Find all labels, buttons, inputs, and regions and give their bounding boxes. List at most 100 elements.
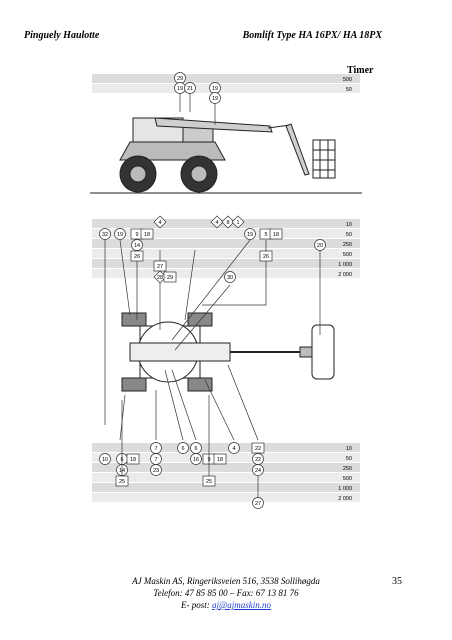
callout-marker <box>99 228 111 240</box>
interval-label: 1 000 <box>338 262 352 268</box>
interval-band <box>92 473 360 482</box>
header-left: Pinguely Haulotte <box>24 30 100 41</box>
interval-band <box>92 259 360 268</box>
interval-label: 2 000 <box>338 272 352 278</box>
callout-label: 14 <box>134 243 140 249</box>
callout-label: 6 <box>181 446 184 452</box>
interval-label: 50 <box>346 232 352 238</box>
callout-marker <box>126 453 140 465</box>
callout-marker <box>177 442 189 454</box>
callout-label: 1 <box>236 220 239 226</box>
callout-label: 4 <box>232 446 235 452</box>
basket-top <box>311 324 335 380</box>
callout-label: 29 <box>177 76 183 82</box>
callout-label: 25 <box>119 479 125 485</box>
interval-label: 50 <box>346 87 352 93</box>
callout-marker <box>259 250 273 262</box>
callout-label: 18 <box>144 232 150 238</box>
callout-marker <box>228 442 240 454</box>
callout-marker <box>114 228 126 240</box>
callout-label: 21 <box>187 86 193 92</box>
callout-marker <box>269 228 283 240</box>
footer-email-line: E- post: aj@ajmaskin.no <box>0 600 452 610</box>
callout-marker <box>231 215 245 229</box>
callout-marker <box>209 92 221 104</box>
callout-label: 19 <box>247 232 253 238</box>
interval-band <box>92 463 360 472</box>
callout-marker <box>190 453 202 465</box>
interval-label: 10 <box>346 222 352 228</box>
callout-label: 19 <box>117 232 123 238</box>
callout-marker <box>314 239 326 251</box>
callout-label: 19 <box>177 86 183 92</box>
callout-label: 24 <box>255 468 261 474</box>
interval-label: 250 <box>343 242 352 248</box>
callout-label: 9 <box>135 232 138 238</box>
interval-label: 50 <box>346 456 352 462</box>
callout-label: 27 <box>255 501 261 507</box>
interval-label: 500 <box>343 476 352 482</box>
interval-band <box>92 229 360 238</box>
callout-marker <box>99 453 111 465</box>
interval-label: 500 <box>343 252 352 258</box>
callout-label: 4 <box>215 220 218 226</box>
interval-label: 2 000 <box>338 496 352 502</box>
interval-band <box>92 249 360 258</box>
wheel-top-left <box>121 312 147 327</box>
boom-jib <box>285 123 310 176</box>
callout-label: 29 <box>167 275 173 281</box>
boom-top <box>129 342 231 362</box>
callout-label: 18 <box>273 232 279 238</box>
interval-band <box>92 239 360 248</box>
callout-label: 26 <box>134 254 140 260</box>
callout-label: 19 <box>212 96 218 102</box>
callout-marker <box>140 228 154 240</box>
interval-band <box>92 443 360 452</box>
side-view-machine <box>90 117 362 194</box>
boom-lower <box>154 117 273 133</box>
callout-label: 18 <box>130 457 136 463</box>
callout-marker <box>213 453 227 465</box>
basket <box>312 139 336 179</box>
callout-marker <box>130 250 144 262</box>
callout-label: 23 <box>153 468 159 474</box>
callout-marker <box>131 239 143 251</box>
interval-bands-top <box>92 74 360 93</box>
footer-phone: Telefon: 47 85 85 00 – Fax: 67 13 81 76 <box>153 588 299 598</box>
interval-bands-bottom <box>92 443 360 502</box>
callout-marker <box>184 82 196 94</box>
callout-label: 25 <box>206 479 212 485</box>
callout-label: 18 <box>217 457 223 463</box>
callout-marker <box>251 442 265 454</box>
footer-address: AJ Maskin AS, Ringeriksveien 516, 3538 S… <box>132 576 320 586</box>
callout-label: 10 <box>102 457 108 463</box>
interval-label: 500 <box>343 77 352 83</box>
callout-label: 32 <box>102 232 108 238</box>
footer-email-link[interactable]: aj@ajmaskin.no <box>211 600 272 610</box>
interval-band <box>92 84 360 93</box>
interval-label: 10 <box>346 446 352 452</box>
callout-label: 19 <box>212 86 218 92</box>
interval-band <box>92 74 360 83</box>
callout-marker <box>244 228 256 240</box>
callout-marker <box>224 271 236 283</box>
wheel-bottom-right <box>187 377 213 392</box>
callout-label: 28 <box>157 275 163 281</box>
page-number: 35 <box>392 576 402 587</box>
callout-marker <box>163 271 177 283</box>
callout-label: 8 <box>226 220 229 226</box>
wheel-bottom-left <box>121 377 147 392</box>
timer-label: Timer <box>347 65 374 76</box>
callout-label: 26 <box>263 254 269 260</box>
callout-marker <box>150 464 162 476</box>
callout-label: 22 <box>255 446 261 452</box>
interval-label: 1 000 <box>338 486 352 492</box>
interval-band <box>92 493 360 502</box>
footer-email-prefix: E- post: <box>180 600 212 610</box>
callout-label: 20 <box>317 243 323 249</box>
callout-marker <box>210 215 224 229</box>
callout-label: 4 <box>158 220 161 226</box>
